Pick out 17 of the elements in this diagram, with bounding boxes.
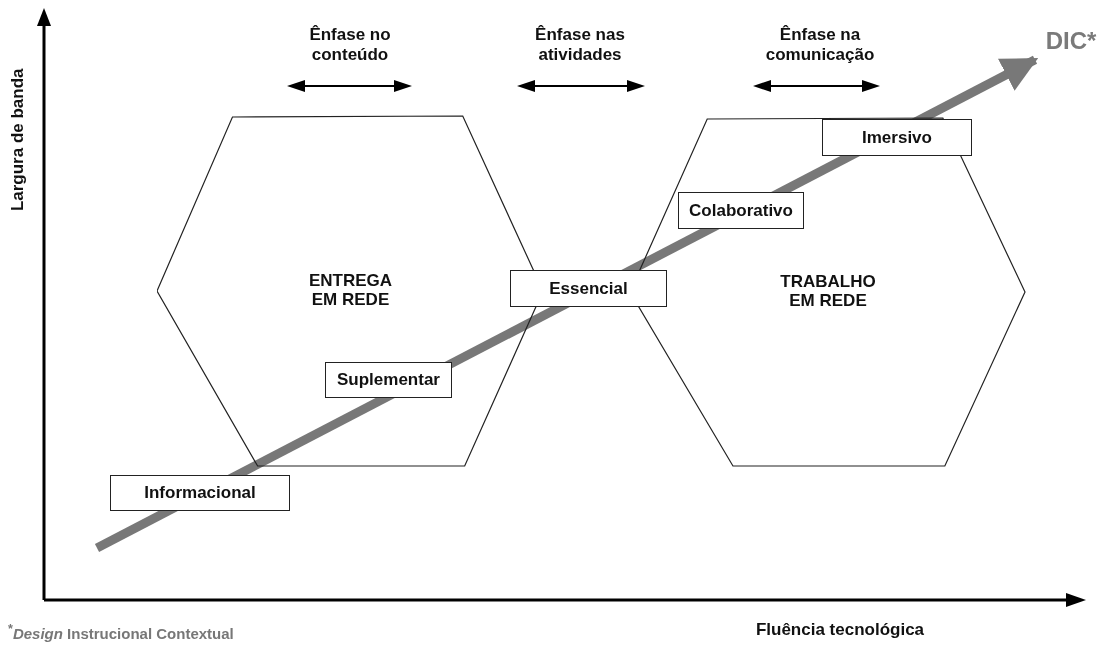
level-text: Colaborativo bbox=[689, 200, 793, 221]
emphasis-label: Ênfase nas atividades bbox=[534, 25, 626, 65]
level-box bbox=[110, 475, 290, 511]
axis-label: Largura de banda bbox=[8, 67, 28, 214]
region-label: TRABALHO EM REDE bbox=[779, 273, 877, 311]
level-text: Informacional bbox=[144, 483, 256, 503]
level-box bbox=[325, 362, 452, 398]
arrow-end-label: DIC* bbox=[1045, 27, 1097, 55]
level-text: Imersivo bbox=[862, 127, 932, 148]
footnote: $^{*}$Design Instrucional Contextual bbox=[8, 622, 235, 643]
level-text: Suplementar bbox=[337, 370, 440, 390]
level-text: Essencial bbox=[549, 278, 628, 299]
emphasis-label: Ênfase na comunicação bbox=[764, 25, 876, 65]
axis-label: Fluência tecnológica bbox=[754, 620, 926, 640]
region-label: ENTREGA EM REDE bbox=[307, 272, 394, 310]
level-box bbox=[510, 270, 667, 307]
emphasis-label: Ênfase no conteúdo bbox=[308, 25, 392, 65]
